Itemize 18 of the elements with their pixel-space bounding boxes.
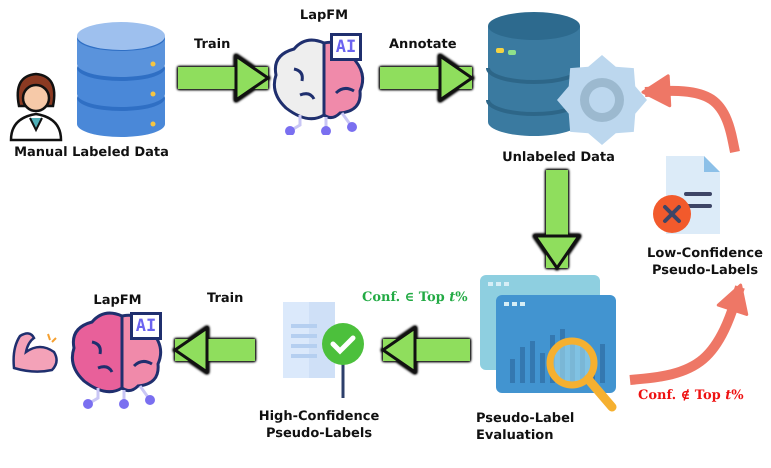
- node-label: Manual Labeled Data: [13, 144, 170, 161]
- arrow: [174, 326, 255, 374]
- ai-badge: AI: [330, 33, 362, 61]
- arrow: [178, 54, 270, 102]
- node-label: Low-Confidence Pseudo-Labels: [646, 245, 764, 279]
- edge-label: Conf. ∉ Top t%: [636, 388, 746, 403]
- ai-badge: AI: [130, 312, 162, 340]
- arrow: [630, 284, 748, 385]
- arrow: [534, 170, 580, 270]
- node-label: LapFM: [298, 7, 350, 24]
- arrow: [380, 54, 474, 102]
- arrow: [382, 326, 470, 374]
- node-label: Unlabeled Data: [501, 149, 616, 166]
- node-label: High-Confidence Pseudo-Labels: [258, 408, 380, 442]
- arrow: [642, 74, 740, 153]
- edge-label: Conf. ∈ Top t%: [360, 290, 470, 305]
- node-label: Pseudo-Label Evaluation: [476, 410, 576, 444]
- node-label: LapFM: [92, 292, 143, 309]
